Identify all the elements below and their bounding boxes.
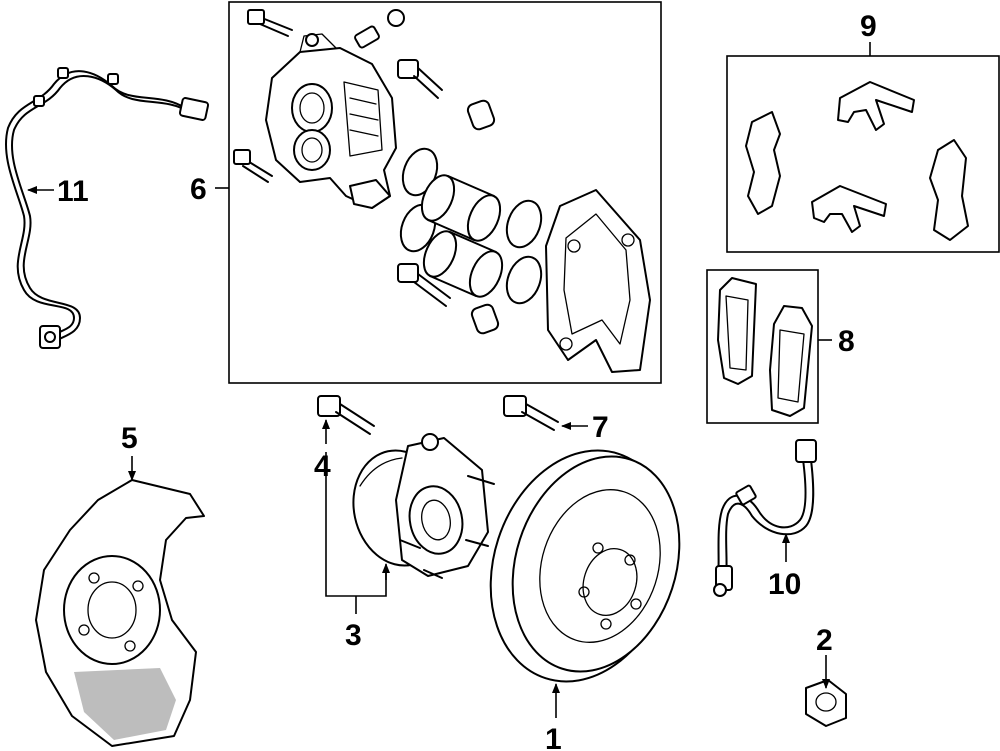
callout-11: 11 xyxy=(57,175,89,208)
callout-7: 7 xyxy=(592,411,609,444)
brake-hose xyxy=(713,439,817,597)
callout-4: 4 xyxy=(314,450,331,483)
hub-bolt xyxy=(317,395,375,435)
hub-bearing-assembly xyxy=(352,433,495,579)
callout-8: 8 xyxy=(838,325,855,358)
hardware-kit xyxy=(745,81,969,241)
pad-set-box xyxy=(706,269,819,424)
brake-rotor xyxy=(489,449,681,683)
callout-1: 1 xyxy=(545,723,562,751)
callout-9: 9 xyxy=(860,10,877,43)
caliper-kit xyxy=(233,9,651,373)
hardware-kit-box xyxy=(726,55,1000,253)
callout-10: 10 xyxy=(768,568,801,601)
caliper-kit-box xyxy=(228,1,662,384)
caliper-bracket-bolt xyxy=(503,395,559,431)
dust-shield xyxy=(35,479,205,747)
brake-pads xyxy=(717,277,813,417)
callout-5: 5 xyxy=(121,422,138,455)
callout-6: 6 xyxy=(190,173,207,206)
abs-sensor-harness xyxy=(5,67,210,349)
callout-3: 3 xyxy=(345,619,362,652)
callout-2: 2 xyxy=(816,624,833,657)
